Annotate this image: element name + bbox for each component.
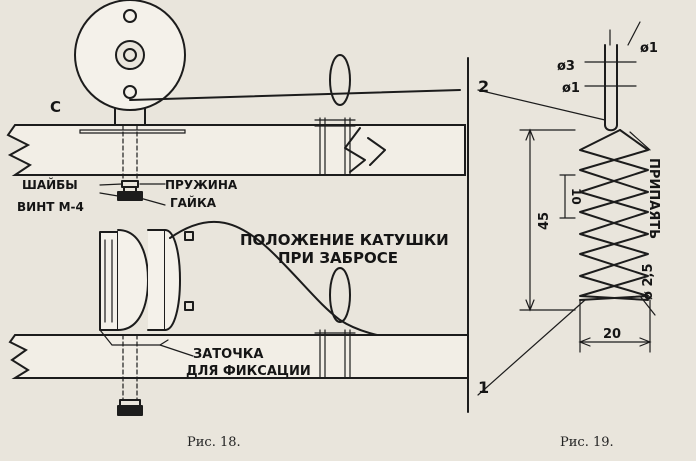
leader-1	[477, 299, 586, 396]
label-solder: ПРИПАЯТЬ	[646, 158, 661, 239]
label-nut: ГАЙКА	[170, 195, 217, 210]
label-screw: ВИНТ М-4	[17, 200, 84, 214]
leader-dia1-wire	[627, 21, 641, 46]
label-cast-position-2: ПРИ ЗАБРОСЕ	[278, 249, 398, 267]
label-dia-1-inner: ø1	[562, 81, 580, 96]
label-dim-10: 10	[569, 188, 583, 205]
caption-fig-18: Рис. 18.	[187, 435, 241, 450]
figure-19: ø3 ø1 ø1 2 1 ПРИПАЯТЬ 45 10 20 ø 2,5 Рис…	[467, 21, 661, 450]
dimension-45	[519, 128, 576, 312]
label-notch-2: ДЛЯ ФИКСАЦИИ	[186, 364, 311, 379]
spring-coils	[579, 129, 649, 301]
label-dia-2-5: ø 2,5	[641, 264, 656, 301]
label-washers: ШАЙБЫ	[22, 177, 78, 192]
bolt-assembly-lower	[117, 334, 143, 416]
label-dim-20: 20	[603, 327, 621, 342]
dimension-20	[578, 299, 652, 353]
label-cast-position-1: ПОЛОЖЕНИЕ КАТУШКИ	[240, 231, 449, 249]
label-dim-45: 45	[537, 212, 552, 230]
label-dia-1-wire: ø1	[640, 41, 658, 56]
leader-dia25	[639, 295, 656, 316]
caption-fig-19: Рис. 19.	[560, 435, 614, 450]
upper-rod-board	[6, 54, 466, 176]
reel-disk	[74, 0, 186, 126]
label-dia-3: ø3	[557, 59, 575, 74]
dimension-10	[559, 174, 576, 219]
leader-2	[477, 89, 606, 121]
label-num-1: 1	[478, 378, 489, 397]
label-spring: ПРУЖИНА	[165, 178, 238, 192]
bolt-assembly-upper	[99, 124, 166, 206]
reel-side-view	[99, 220, 411, 341]
label-num-2: 2	[478, 77, 489, 96]
label-c: С	[50, 98, 61, 116]
figure-18: С ШАЙБЫ ПРУЖИНА ВИНТ М-4 ГАЙКА	[6, 0, 469, 450]
wire-hairpin	[584, 29, 637, 132]
label-notch-1: ЗАТОЧКА	[193, 347, 263, 362]
leader-solder	[629, 131, 651, 151]
